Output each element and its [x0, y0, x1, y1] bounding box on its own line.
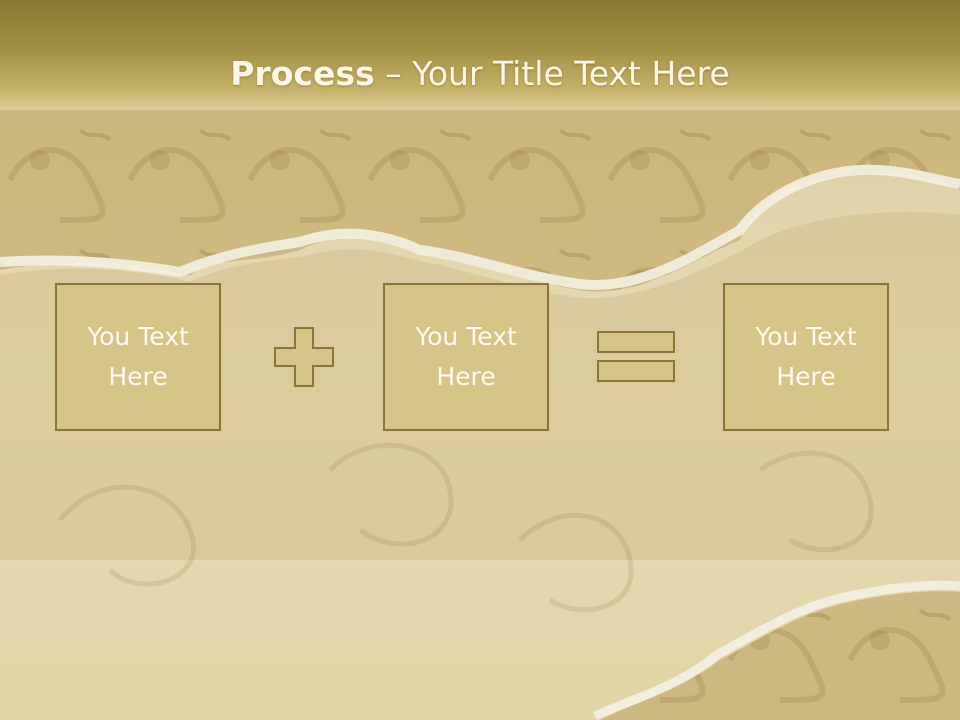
box-3-text: You Text Here: [755, 322, 857, 391]
plus-icon: [274, 327, 334, 387]
process-box-2: You Text Here: [383, 283, 549, 431]
title-bold: Process: [230, 54, 375, 93]
box-1-text: You Text Here: [87, 322, 189, 391]
title-bar: [0, 0, 960, 112]
process-box-1: You Text Here: [55, 283, 221, 431]
title-rest: – Your Title Text Here: [374, 54, 730, 93]
box-2-text: You Text Here: [415, 322, 517, 391]
slide-title: Process – Your Title Text Here: [0, 52, 960, 96]
equals-icon: [597, 331, 675, 382]
process-box-3: You Text Here: [723, 283, 889, 431]
